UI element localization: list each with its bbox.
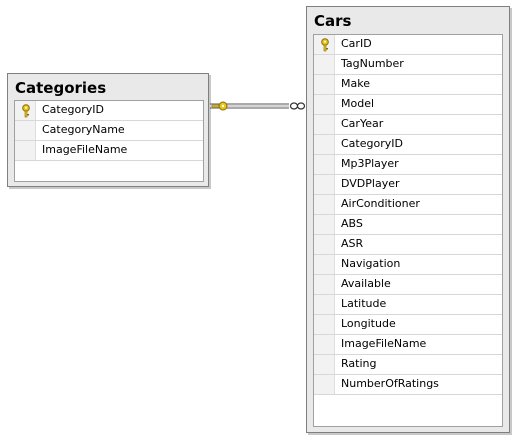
- column-name: TagNumber: [341, 57, 404, 70]
- row-selector: [314, 195, 335, 214]
- column-name: CarID: [341, 37, 372, 50]
- row-selector: [314, 115, 335, 134]
- row-selector: [314, 155, 335, 174]
- column-name: NumberOfRatings: [341, 377, 439, 390]
- column-row[interactable]: DVDPlayer: [314, 175, 502, 195]
- column-row[interactable]: Make: [314, 75, 502, 95]
- column-row[interactable]: Available: [314, 275, 502, 295]
- table-title-categories: Categories: [15, 79, 107, 97]
- row-selector: [15, 101, 36, 120]
- column-name: Mp3Player: [341, 157, 399, 170]
- column-row[interactable]: CategoryID: [314, 135, 502, 155]
- column-name: CategoryID: [42, 103, 104, 116]
- column-row[interactable]: NumberOfRatings: [314, 375, 502, 395]
- column-row[interactable]: ABS: [314, 215, 502, 235]
- column-row[interactable]: Navigation: [314, 255, 502, 275]
- column-name: Model: [341, 97, 375, 110]
- column-name: Navigation: [341, 257, 401, 270]
- column-row[interactable]: Longitude: [314, 315, 502, 335]
- column-name: DVDPlayer: [341, 177, 400, 190]
- row-selector: [314, 355, 335, 374]
- table-title-cars: Cars: [314, 12, 352, 30]
- row-selector: [15, 141, 36, 160]
- column-row[interactable]: ImageFileName: [314, 335, 502, 355]
- column-list-categories: CategoryID CategoryName ImageFileName: [14, 100, 204, 182]
- row-selector: [15, 121, 36, 140]
- column-row[interactable]: Latitude: [314, 295, 502, 315]
- row-selector: [314, 335, 335, 354]
- column-name: AirConditioner: [341, 197, 420, 210]
- row-selector: [314, 295, 335, 314]
- column-row[interactable]: CarID: [314, 35, 502, 55]
- row-selector: [314, 135, 335, 154]
- column-row[interactable]: CarYear: [314, 115, 502, 135]
- infinity-icon: [289, 102, 306, 110]
- row-selector: [314, 55, 335, 74]
- column-row[interactable]: ImageFileName: [15, 141, 203, 161]
- key-icon: [22, 104, 30, 118]
- row-selector: [314, 215, 335, 234]
- column-row[interactable]: TagNumber: [314, 55, 502, 75]
- column-row[interactable]: CategoryName: [15, 121, 203, 141]
- column-name: CarYear: [341, 117, 384, 130]
- table-cars[interactable]: Cars CarID TagNumber Make Model CarYear …: [306, 6, 510, 433]
- row-selector: [314, 375, 335, 394]
- row-selector: [314, 95, 335, 114]
- column-name: Rating: [341, 357, 377, 370]
- column-name: ImageFileName: [42, 143, 128, 156]
- row-selector: [314, 255, 335, 274]
- column-name: Latitude: [341, 297, 387, 310]
- column-row[interactable]: ASR: [314, 235, 502, 255]
- row-selector: [314, 315, 335, 334]
- column-name: ASR: [341, 237, 364, 250]
- column-name: CategoryID: [341, 137, 403, 150]
- row-selector: [314, 275, 335, 294]
- column-row[interactable]: Mp3Player: [314, 155, 502, 175]
- column-row[interactable]: Model: [314, 95, 502, 115]
- row-selector: [314, 175, 335, 194]
- column-name: Make: [341, 77, 370, 90]
- row-selector: [314, 235, 335, 254]
- column-name: ImageFileName: [341, 337, 427, 350]
- key-icon: [321, 38, 329, 52]
- column-row[interactable]: Rating: [314, 355, 502, 375]
- column-name: CategoryName: [42, 123, 125, 136]
- row-selector: [314, 75, 335, 94]
- column-name: Longitude: [341, 317, 396, 330]
- column-name: Available: [341, 277, 391, 290]
- row-selector: [314, 35, 335, 54]
- table-categories[interactable]: Categories CategoryID CategoryName Image…: [7, 73, 209, 187]
- column-row[interactable]: CategoryID: [15, 101, 203, 121]
- column-list-cars: CarID TagNumber Make Model CarYear Categ…: [313, 34, 503, 427]
- column-name: ABS: [341, 217, 363, 230]
- column-row[interactable]: AirConditioner: [314, 195, 502, 215]
- key-icon: [211, 101, 228, 111]
